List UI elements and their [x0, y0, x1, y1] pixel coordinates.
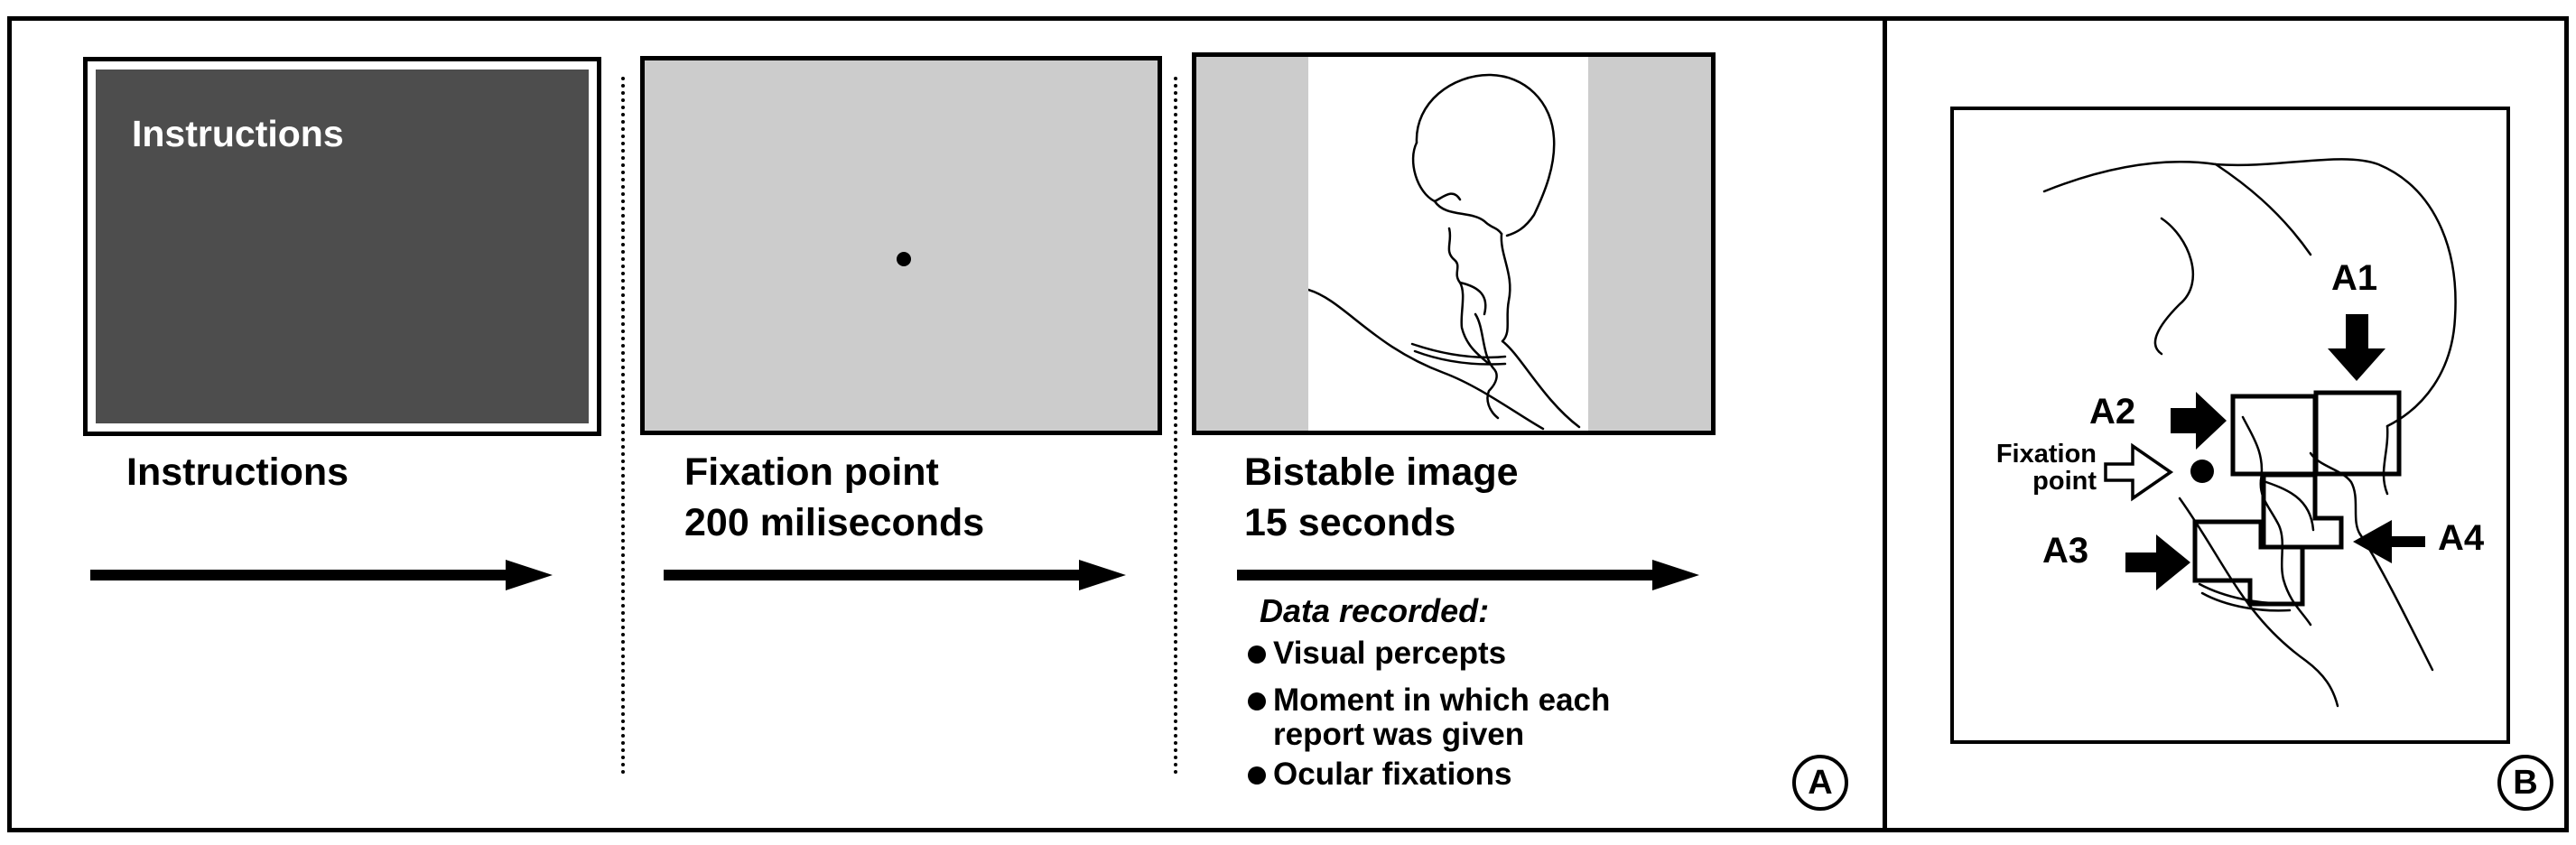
panel-b-letter: B	[2497, 755, 2553, 811]
instructions-screen: Instructions	[83, 57, 601, 436]
instructions-screen-title: Instructions	[132, 113, 344, 154]
aoi-image	[2042, 158, 2457, 708]
bistable-image	[1308, 57, 1588, 431]
data-recorded-heading: Data recorded:	[1260, 592, 1490, 629]
aoi-label-a3: A3	[2042, 531, 2089, 571]
data-item-ocular-fixations: Ocular fixations	[1248, 757, 1512, 792]
data-item-text: Moment in which each	[1273, 682, 1611, 718]
separator-1	[621, 77, 625, 775]
arrow-a2-icon	[2171, 392, 2227, 450]
fixation-screen	[640, 56, 1162, 435]
stage-label-fixation-duration: 200 miliseconds	[684, 501, 985, 544]
data-item-text-2: report was given	[1273, 717, 1525, 752]
data-item-visual-percepts: Visual percepts	[1248, 636, 1506, 671]
bullet-icon	[1248, 692, 1266, 710]
data-item-moment: Moment in which each report was given	[1248, 683, 1610, 752]
aoi-fixation-label-line1: Fixation	[1995, 440, 2097, 469]
aoi-box-a1	[2313, 390, 2402, 477]
separator-2	[1174, 77, 1177, 775]
bullet-icon	[1248, 766, 1266, 785]
aoi-fixation-dot	[2190, 460, 2214, 483]
aoi-label-a4: A4	[2438, 518, 2485, 558]
aoi-label-a2: A2	[2089, 392, 2136, 432]
stage-label-instructions: Instructions	[126, 450, 349, 494]
stage-label-bistable: Bistable image	[1244, 450, 1519, 494]
panel-a-letter: A	[1792, 755, 1848, 811]
aoi-box-a3	[2192, 519, 2305, 607]
fixation-arrow-icon	[2104, 442, 2174, 502]
bullet-icon	[1248, 645, 1266, 664]
stage-label-bistable-duration: 15 seconds	[1244, 501, 1456, 544]
stage-label-fixation: Fixation point	[684, 450, 939, 494]
arrow-a4-icon	[2353, 520, 2425, 563]
aoi-label-a1: A1	[2331, 258, 2378, 298]
aoi-box-a2	[2230, 394, 2318, 477]
data-item-text: Ocular fixations	[1273, 757, 1512, 792]
instructions-screen-inner: Instructions	[96, 70, 589, 423]
arrow-a3-icon	[2125, 534, 2190, 590]
bistable-screen	[1192, 52, 1716, 435]
aoi-fixation-label-line2: point	[2032, 467, 2097, 496]
arrow-a1-icon	[2328, 314, 2385, 381]
fixation-dot	[897, 252, 911, 266]
data-item-text: Visual percepts	[1273, 636, 1507, 671]
aoi-figure	[1950, 107, 2510, 744]
